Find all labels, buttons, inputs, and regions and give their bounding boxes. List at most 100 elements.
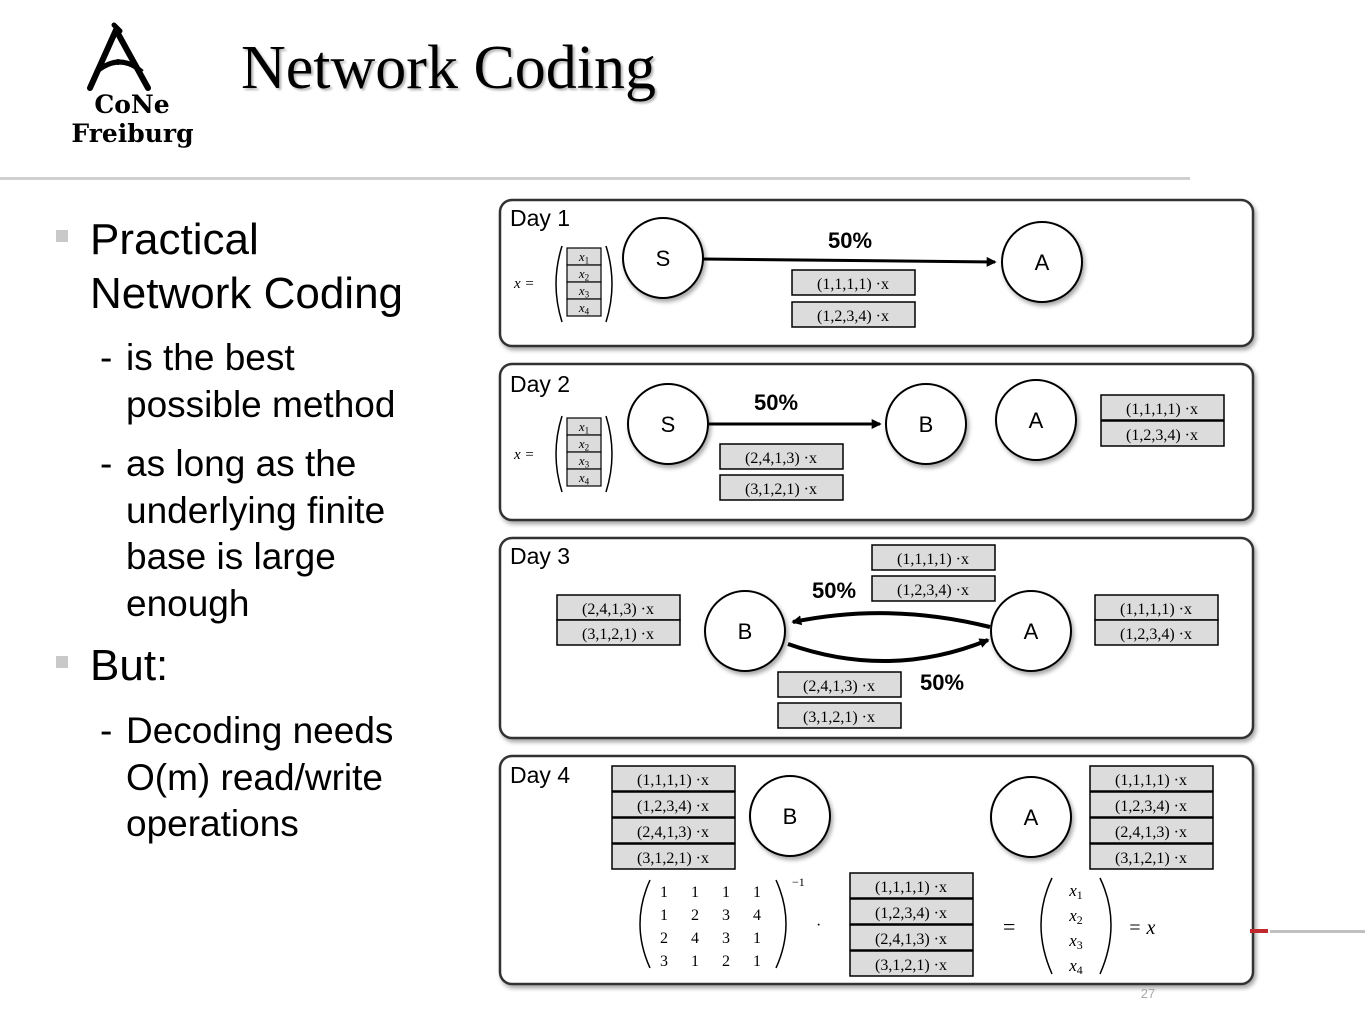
packet-label: (2,4,1,3) ·x xyxy=(745,450,817,467)
x-vector-day2: x = x1 x2 x3 x4 xyxy=(513,415,613,493)
packet-label: (2,4,1,3) ·x xyxy=(637,824,709,841)
packet-label: (3,1,2,1) ·x xyxy=(582,626,654,643)
network-coding-diagram: Day 1 Day 2 Day 3 Day 4 x = x1 x2 x3 x4 … xyxy=(498,198,1255,986)
svg-text:x3: x3 xyxy=(1068,931,1083,952)
packet-box xyxy=(777,702,902,729)
svg-text:1: 1 xyxy=(691,884,699,901)
svg-text:x =: x = xyxy=(513,447,535,463)
bullet-text: But: xyxy=(90,641,169,690)
svg-text:x3: x3 xyxy=(578,283,590,299)
svg-text:x =: x = xyxy=(513,276,535,292)
svg-text:x3: x3 xyxy=(578,453,590,469)
packet-label: (1,1,1,1) ·x xyxy=(1115,772,1187,789)
sub-bullet-text: is the best possible method xyxy=(126,337,396,425)
bullet-square-icon xyxy=(56,656,68,668)
packet-label: (3,1,2,1) ·x xyxy=(1115,850,1187,867)
sub-bullet-text: as long as the underlying finite base is… xyxy=(126,443,386,624)
svg-text:2: 2 xyxy=(660,930,668,947)
rate-label: 50% xyxy=(828,228,872,253)
decoding-equation: 1 1 1 1 1 2 3 4 2 4 3 1 3 1 2 1 −1 · = x… xyxy=(639,875,1155,977)
packet-box xyxy=(849,898,974,925)
packet-label: (3,1,2,1) ·x xyxy=(637,850,709,867)
packet-box xyxy=(611,817,736,844)
svg-text:1: 1 xyxy=(753,884,761,901)
svg-text:x2: x2 xyxy=(1068,906,1083,927)
node-s-day1: S xyxy=(622,217,704,299)
svg-text:x1: x1 xyxy=(1068,881,1083,902)
node-b-day4: B xyxy=(749,775,831,857)
edge-a-to-b-day3 xyxy=(791,611,991,629)
packet-label: (1,2,3,4) ·x xyxy=(817,308,889,325)
packet-label: (1,2,3,4) ·x xyxy=(1115,798,1187,815)
svg-text:1: 1 xyxy=(753,930,761,947)
packet-label: (1,1,1,1) ·x xyxy=(637,772,709,789)
packet-box xyxy=(791,301,916,328)
svg-text:S: S xyxy=(661,412,676,437)
packet-label: (1,1,1,1) ·x xyxy=(1120,601,1192,618)
packet-box xyxy=(556,619,681,646)
packet-box xyxy=(1100,394,1225,421)
svg-text:4: 4 xyxy=(691,930,699,947)
packet-box xyxy=(1094,594,1219,621)
bullet-square-icon xyxy=(56,230,68,242)
svg-text:A: A xyxy=(1024,805,1039,830)
rate-label: 50% xyxy=(812,578,856,603)
node-b-day2: B xyxy=(885,383,967,465)
node-s-day2: S xyxy=(627,383,709,465)
svg-text:3: 3 xyxy=(722,930,730,947)
svg-text:= x: = x xyxy=(1128,917,1155,939)
node-a-day1: A xyxy=(1001,221,1083,303)
logo-text-freiburg: Freiburg xyxy=(71,119,194,148)
packet-label: (1,1,1,1) ·x xyxy=(897,551,969,568)
packet-box xyxy=(611,843,736,870)
svg-text:B: B xyxy=(738,619,753,644)
packet-label: (1,2,3,4) ·x xyxy=(875,905,947,922)
cone-freiburg-logo: CoNe Freiburg xyxy=(60,22,205,157)
rate-label: 50% xyxy=(920,670,964,695)
packet-label: (1,1,1,1) ·x xyxy=(1126,401,1198,418)
rate-label: 50% xyxy=(754,390,798,415)
svg-text:A: A xyxy=(1029,408,1044,433)
packet-box xyxy=(849,950,974,977)
packet-box xyxy=(1100,420,1225,447)
packet-box xyxy=(1094,619,1219,646)
packet-box xyxy=(611,791,736,818)
svg-text:x4: x4 xyxy=(578,470,590,486)
node-a-day4: A xyxy=(990,776,1072,858)
svg-text:=: = xyxy=(1003,914,1015,939)
svg-text:x2: x2 xyxy=(578,266,590,282)
svg-text:2: 2 xyxy=(722,953,730,970)
node-b-day3: B xyxy=(704,590,786,672)
packet-label: (2,4,1,3) ·x xyxy=(875,931,947,948)
packet-label: (1,2,3,4) ·x xyxy=(897,582,969,599)
svg-text:3: 3 xyxy=(660,953,668,970)
svg-text:3: 3 xyxy=(722,907,730,924)
svg-text:x4: x4 xyxy=(578,300,590,316)
packet-box xyxy=(777,671,902,698)
node-a-day3: A xyxy=(990,590,1072,672)
day3-label: Day 3 xyxy=(510,543,570,569)
packet-label: (1,1,1,1) ·x xyxy=(875,879,947,896)
day4-label: Day 4 xyxy=(510,762,570,788)
day3-panel xyxy=(498,536,1255,740)
svg-text:·: · xyxy=(816,917,821,934)
svg-text:1: 1 xyxy=(660,907,668,924)
svg-text:A: A xyxy=(1035,250,1050,275)
packet-box xyxy=(849,872,974,899)
page-title: Network Coding xyxy=(241,34,657,102)
packet-box xyxy=(1089,843,1214,870)
packet-box xyxy=(871,575,996,602)
packet-box xyxy=(556,594,681,621)
packet-label: (1,2,3,4) ·x xyxy=(1120,626,1192,643)
x-vector-day1: x = x1 x2 x3 x4 xyxy=(513,245,613,323)
svg-text:−1: −1 xyxy=(792,875,805,889)
edge-b-to-a-day3 xyxy=(787,638,990,664)
svg-text:x2: x2 xyxy=(578,436,590,452)
logo-text-cone: CoNe xyxy=(94,90,170,119)
accent-red-bar xyxy=(1250,929,1268,933)
svg-text:4: 4 xyxy=(753,907,761,924)
packet-label: (2,4,1,3) ·x xyxy=(803,678,875,695)
packet-box xyxy=(719,443,844,470)
packet-label: (1,2,3,4) ·x xyxy=(637,798,709,815)
edge-s-to-a-day1 xyxy=(702,256,997,267)
